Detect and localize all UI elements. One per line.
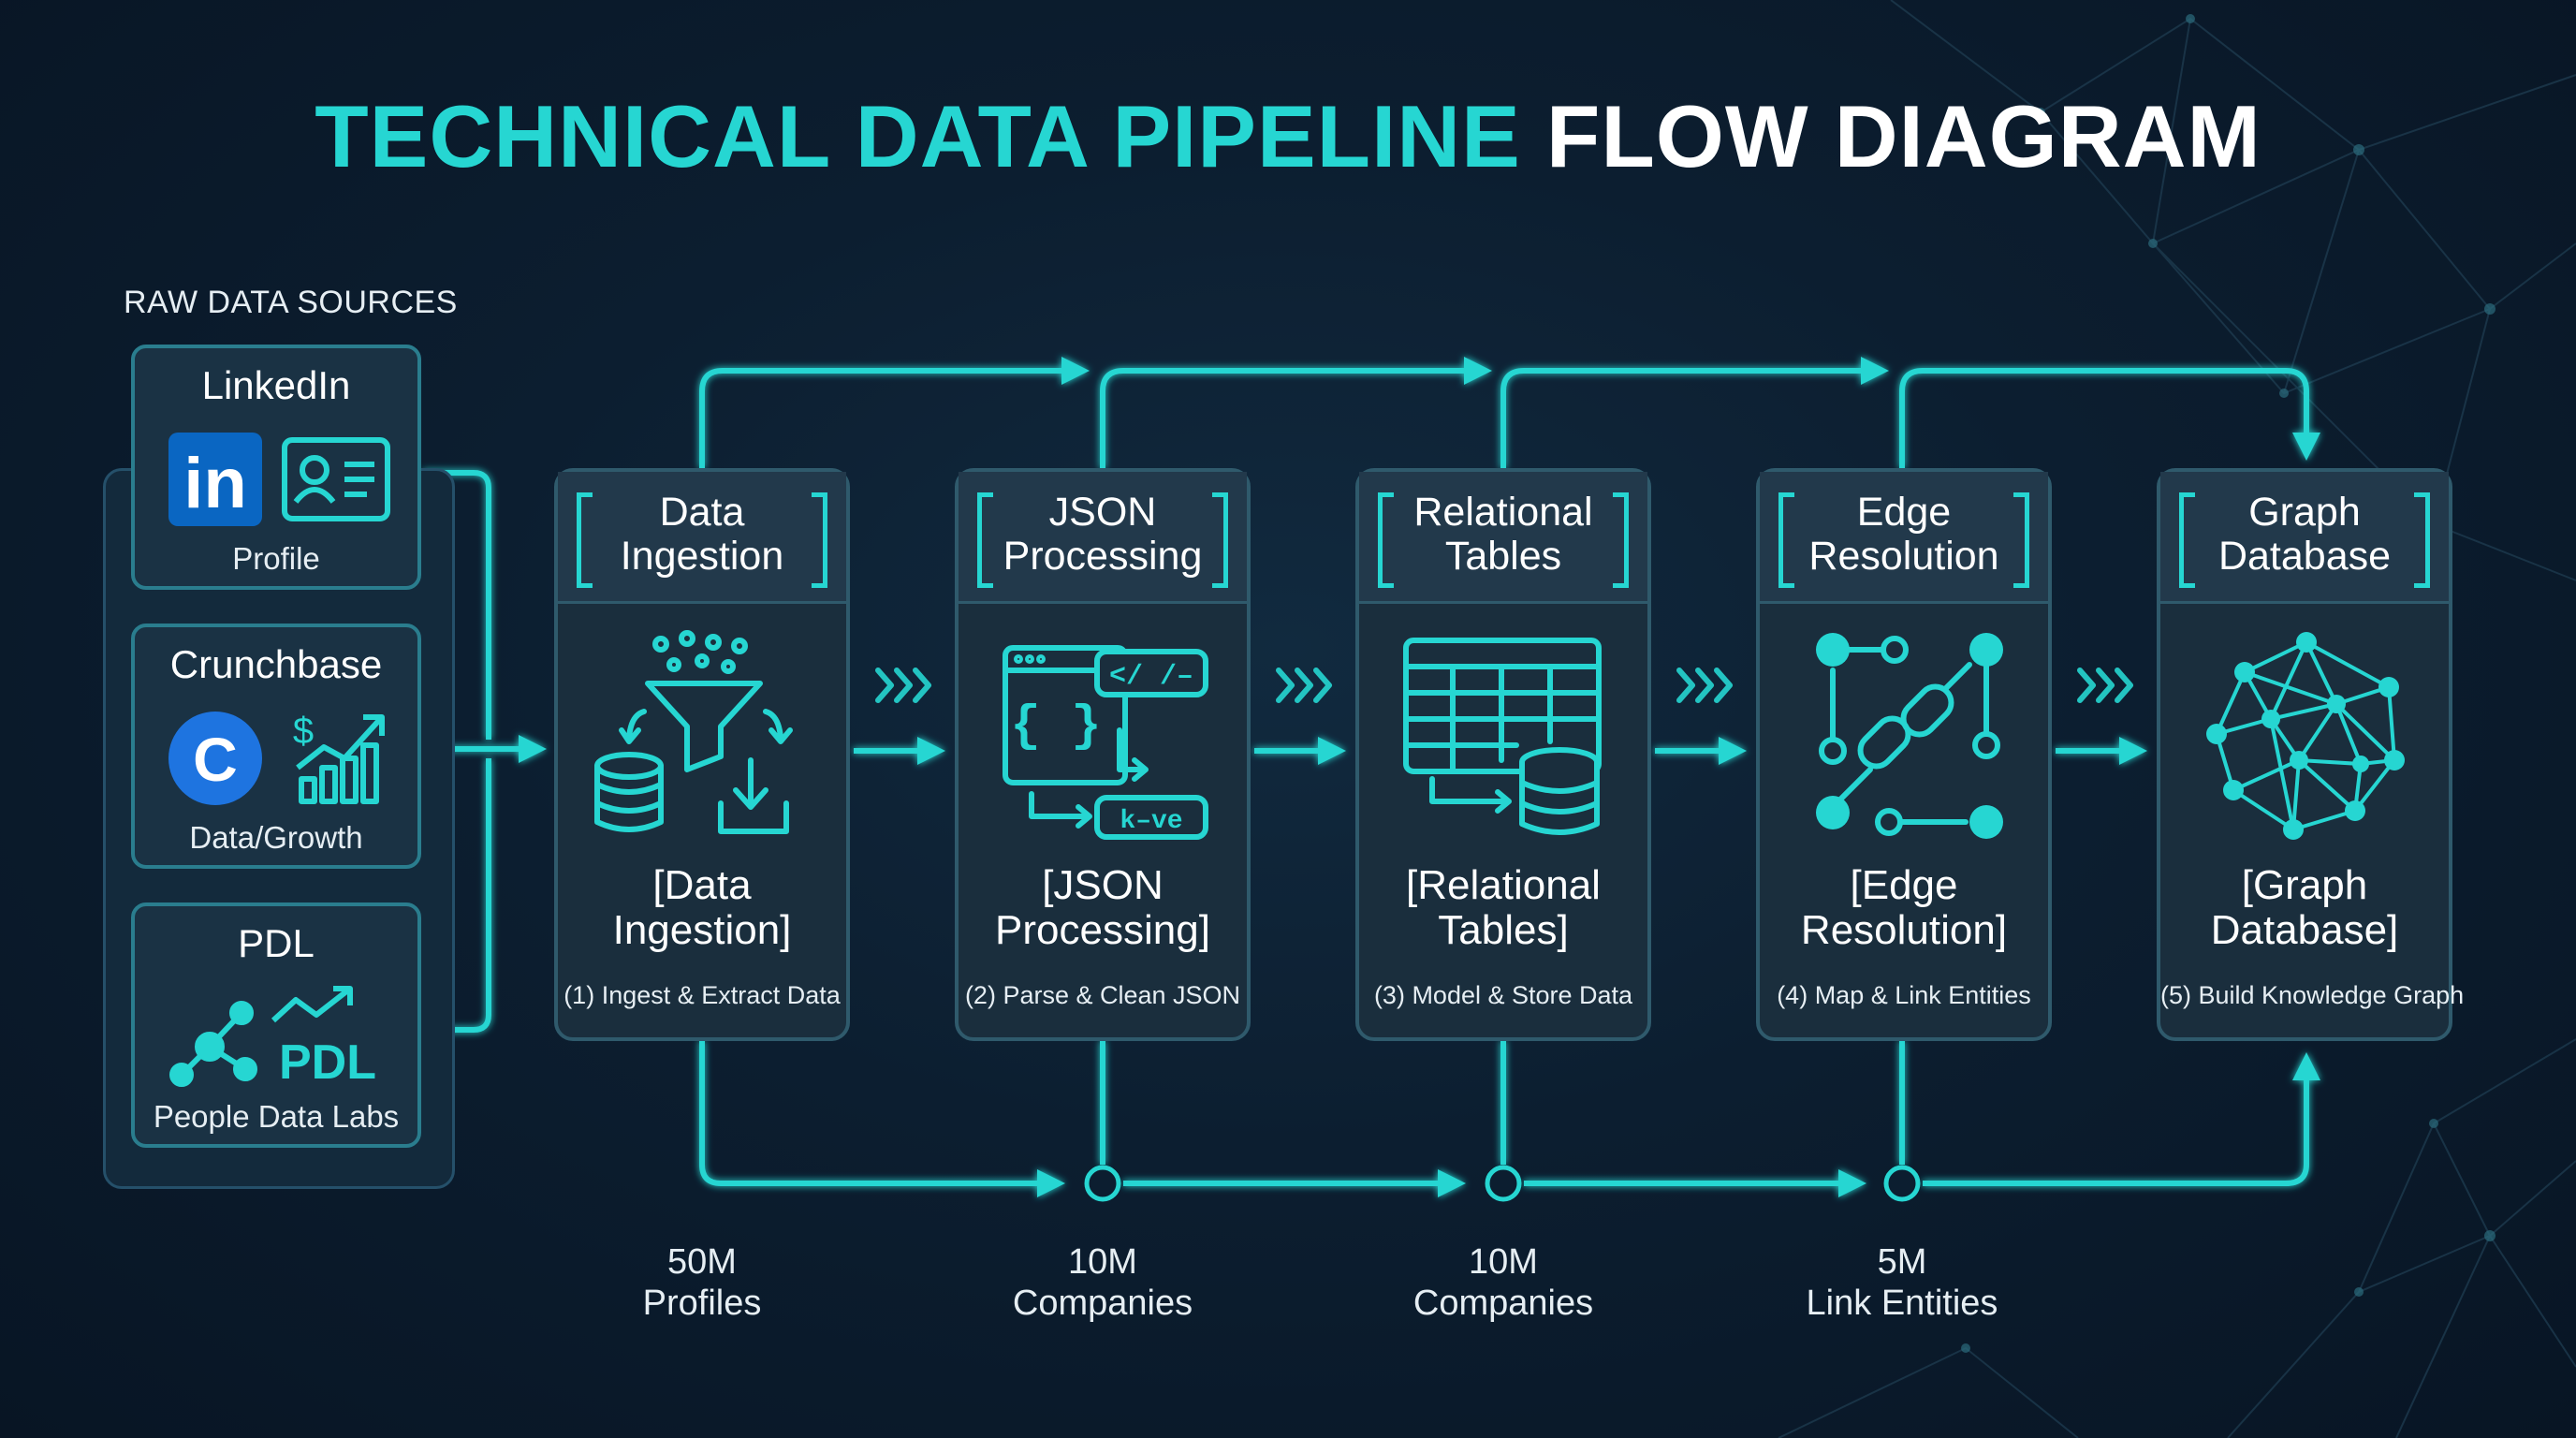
top-connector-4-5	[1899, 368, 2320, 468]
linkedin-logo-text: in	[183, 444, 247, 523]
bottom-connector-4b	[1923, 1052, 2320, 1186]
source-connector-linkedin	[423, 470, 491, 740]
crunchbase-icon: C $	[168, 711, 385, 805]
metric-unit: Link Entities	[1806, 1284, 1998, 1323]
pdl-icon: PDL	[169, 986, 376, 1090]
metric-companies-1: 10M Companies	[962, 1241, 1243, 1324]
source-name: PDL	[238, 921, 315, 965]
source-card-linkedin[interactable]: LinkedIn in Profile	[131, 345, 421, 590]
bracket-right-icon	[1212, 492, 1228, 588]
bracket-right-icon	[812, 492, 827, 588]
source-connector-pdl	[423, 758, 491, 1033]
source-sub: Data/Growth	[189, 820, 363, 855]
page-title: TECHNICAL DATA PIPELINE FLOW DIAGRAM	[0, 86, 2576, 187]
pdl-logo-text: PDL	[279, 1035, 376, 1090]
junction-node-3	[1883, 1165, 1921, 1202]
bracket-left-icon	[2179, 492, 2195, 588]
metric-companies-2: 10M Companies	[1363, 1241, 1644, 1324]
title-rest: FLOW DIAGRAM	[1545, 87, 2261, 185]
crunchbase-logo-text: C	[193, 725, 238, 794]
bracket-left-icon	[977, 492, 993, 588]
metric-value: 10M	[1469, 1242, 1538, 1282]
code-tag-text: </ /–	[1109, 661, 1193, 693]
source-name: LinkedIn	[201, 363, 351, 407]
chevron-icon-1	[875, 668, 931, 703]
top-connector-1-2	[699, 357, 1090, 468]
stage-description: (1) Ingest & Extract Data	[564, 981, 841, 1009]
braces-text: { }	[1010, 698, 1101, 756]
svg-text:$: $	[293, 711, 314, 752]
stage-description: (3) Model & Store Data	[1373, 981, 1633, 1009]
key-value-text: k–ve	[1120, 807, 1182, 836]
bracket-right-icon	[2013, 492, 2029, 588]
metric-unit: Companies	[1412, 1284, 1594, 1323]
chevron-icon-4	[2077, 668, 2133, 703]
source-card-pdl[interactable]: PDL PDL People Data Labs	[131, 902, 421, 1148]
metric-value: 5M	[1877, 1242, 1927, 1282]
metric-value: 50M	[667, 1242, 737, 1282]
metric-unit: Companies	[1012, 1284, 1193, 1323]
knowledge-graph-icon	[2206, 632, 2405, 840]
funnel-ingest-icon	[594, 630, 793, 834]
profile-card-icon	[282, 437, 390, 521]
bracket-left-icon	[577, 492, 593, 588]
source-sub: Profile	[232, 541, 320, 576]
metric-profiles: 50M Profiles	[562, 1241, 842, 1324]
top-connector-2-3	[1100, 357, 1492, 468]
linkedin-icon: in	[168, 433, 390, 526]
source-name: Crunchbase	[169, 642, 383, 686]
pdl-trend-icon	[271, 986, 353, 1023]
bracket-right-icon	[1613, 492, 1629, 588]
junction-node-2	[1485, 1165, 1522, 1202]
raw-data-sources-heading: RAW DATA SOURCES	[124, 285, 458, 320]
chevron-icon-2	[1276, 668, 1332, 703]
network-nodes-icon	[169, 1001, 257, 1087]
stage-description: (4) Map & Link Entities	[1777, 981, 2031, 1009]
source-sub: People Data Labs	[153, 1099, 400, 1134]
table-database-icon	[1403, 638, 1602, 835]
bracket-left-icon	[1778, 492, 1794, 588]
source-card-crunchbase[interactable]: Crunchbase C $ Data/Growth	[131, 624, 421, 869]
junction-node-1	[1084, 1165, 1121, 1202]
top-connector-3-4	[1500, 357, 1889, 468]
bracket-left-icon	[1378, 492, 1394, 588]
growth-chart-icon: $	[293, 711, 385, 804]
title-accent: TECHNICAL DATA PIPELINE	[315, 87, 1521, 185]
stage-description: (5) Build Knowledge Graph	[2160, 981, 2465, 1009]
chain-link-icon	[1816, 633, 2003, 839]
metric-link-entities: 5M Link Entities	[1762, 1241, 2042, 1324]
metric-value: 10M	[1068, 1242, 1137, 1282]
chevron-icon-3	[1676, 668, 1733, 703]
json-code-icon: </ /– { } k–ve	[1003, 645, 1208, 840]
stage-description: (2) Parse & Clean JSON	[964, 981, 1241, 1009]
bracket-right-icon	[2414, 492, 2430, 588]
bottom-connector-1	[699, 1041, 1065, 1197]
metric-unit: Profiles	[642, 1284, 762, 1323]
